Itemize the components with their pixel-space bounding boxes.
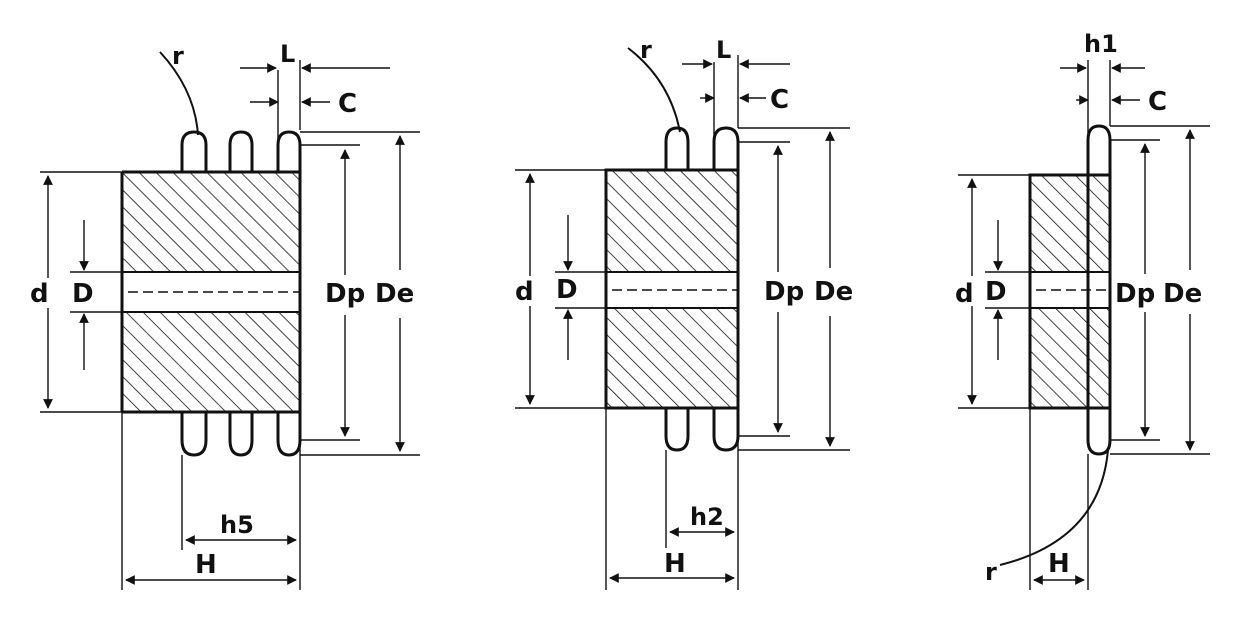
single-r-label: r xyxy=(985,558,997,586)
triple-r-label: r xyxy=(172,42,184,70)
triple-Dp-label: Dp xyxy=(325,279,365,309)
double-L-label: L xyxy=(716,36,731,64)
single-De-label: De xyxy=(1163,279,1202,309)
triple-sprocket: r L C d D Dp De h5 H xyxy=(30,40,420,590)
double-D-label: D xyxy=(556,275,578,305)
triple-C-label: C xyxy=(338,89,357,119)
double-De-label: De xyxy=(814,277,853,307)
single-Dp-label: Dp xyxy=(1115,279,1155,309)
single-d-label: d xyxy=(955,279,974,309)
double-C-label: C xyxy=(770,85,789,115)
double-H-label: H xyxy=(664,549,686,579)
triple-De-label: De xyxy=(375,279,414,309)
single-h1-label: h1 xyxy=(1084,30,1118,58)
single-H-label: H xyxy=(1048,549,1070,579)
double-h-label: h2 xyxy=(690,503,724,531)
double-r-label: r xyxy=(640,36,652,64)
triple-L-label: L xyxy=(280,40,295,68)
single-D-label: D xyxy=(985,277,1007,307)
single-sprocket: h1 C d D Dp De r H xyxy=(955,30,1210,590)
double-sprocket: r L C d D Dp De h2 H xyxy=(515,36,853,590)
triple-h-label: h5 xyxy=(220,511,254,539)
single-C-label: C xyxy=(1148,87,1167,117)
triple-H-label: H xyxy=(195,550,217,580)
double-d-label: d xyxy=(515,277,534,307)
triple-D-label: D xyxy=(72,279,94,309)
double-Dp-label: Dp xyxy=(764,277,804,307)
triple-d-label: d xyxy=(30,279,49,309)
